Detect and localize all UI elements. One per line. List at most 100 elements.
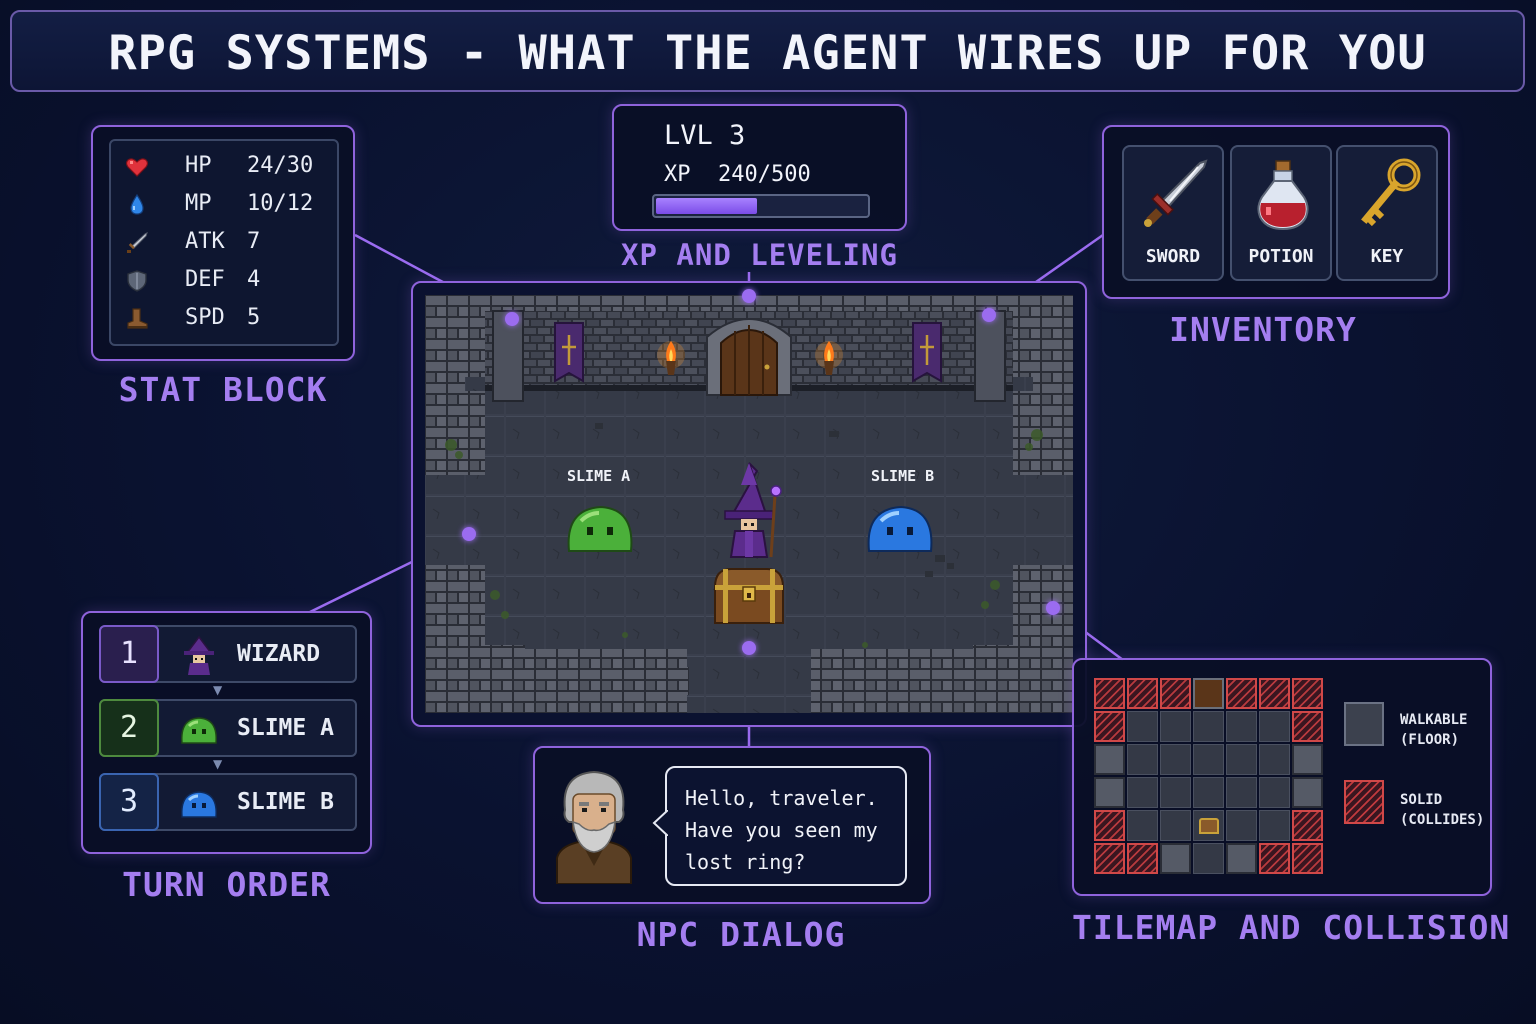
solid-tile <box>1160 678 1191 709</box>
xp-label: XP <box>664 162 691 187</box>
inventory-caption: INVENTORY <box>1169 310 1357 349</box>
chest-tile <box>1193 810 1224 841</box>
shield-icon <box>127 270 147 292</box>
stat-row-def: DEF 4 <box>111 261 341 299</box>
xp-value: 240/500 <box>718 162 811 187</box>
slime-b-label: SLIME B <box>871 467 935 485</box>
turn-number: 2 <box>99 699 159 757</box>
legend-line: SOLID <box>1400 792 1443 808</box>
wall-tile <box>1094 744 1125 775</box>
stat-anchor-dot <box>505 312 519 326</box>
walkable-tile <box>1193 777 1224 808</box>
solid-tile <box>1094 810 1125 841</box>
solid-tile <box>1094 711 1125 742</box>
blue-slime-sprite <box>867 505 933 552</box>
turn-entry-slime-a: 2 SLIME A <box>99 699 357 757</box>
wall-tile <box>1292 777 1323 808</box>
tilemap-anchor-dot <box>1046 601 1060 615</box>
solid-tile <box>1292 711 1323 742</box>
inventory-label: POTION <box>1248 246 1314 267</box>
stat-label: MP <box>185 191 212 216</box>
inventory-label: KEY <box>1370 246 1404 267</box>
tilemap-grid <box>1094 678 1330 878</box>
walkable-tile <box>1160 744 1191 775</box>
slime-a-label: SLIME A <box>567 467 631 485</box>
xp-caption: XP AND LEVELING <box>621 238 898 272</box>
mana-drop-icon <box>130 193 144 215</box>
turn-order-panel: 1 WIZARD ▼ 2 SLIME A ▼ 3 SLIME B <box>81 611 372 854</box>
wall-tile <box>1160 843 1191 874</box>
npc-anchor-dot <box>742 641 756 655</box>
inventory-label: SWORD <box>1145 246 1201 267</box>
solid-tile <box>1292 810 1323 841</box>
legend-line: WALKABLE <box>1400 712 1468 728</box>
speech-bubble-tail <box>652 810 668 836</box>
treasure-chest-sprite <box>713 568 785 624</box>
walkable-legend-text: WALKABLE (FLOOR) <box>1400 710 1467 750</box>
inventory-slot-potion[interactable]: POTION <box>1230 145 1332 281</box>
walkable-tile <box>1259 777 1290 808</box>
stat-list: HP 24/30 MP 10/12 ATK 7 DEF <box>109 139 339 346</box>
stat-label: HP <box>185 153 212 178</box>
dialog-line: Hello, traveler. <box>685 786 878 810</box>
key-icon <box>1361 158 1421 227</box>
walkable-tile <box>1127 744 1158 775</box>
walkable-tile <box>1160 711 1191 742</box>
legend-line: (FLOOR) <box>1400 732 1460 748</box>
green-slime-sprite <box>567 505 633 552</box>
walkable-tile <box>1127 711 1158 742</box>
solid-tile <box>1259 843 1290 874</box>
solid-tile <box>1094 843 1125 874</box>
inventory-slot-sword[interactable]: SWORD <box>1122 145 1224 281</box>
title-bar: RPG SYSTEMS - WHAT THE AGENT WIRES UP FO… <box>10 10 1525 92</box>
page-title: RPG SYSTEMS - WHAT THE AGENT WIRES UP FO… <box>108 26 1427 81</box>
wall-tile <box>1094 777 1125 808</box>
solid-tile <box>1127 678 1158 709</box>
solid-legend-swatch <box>1344 780 1384 824</box>
chest-icon <box>1199 818 1219 834</box>
green-slime-icon <box>181 717 217 744</box>
walkable-tile <box>1226 810 1257 841</box>
speech-bubble: Hello, traveler. Have you seen my lost r… <box>652 766 907 886</box>
stat-value: 24/30 <box>247 153 314 178</box>
stat-block-caption: STAT BLOCK <box>118 370 328 409</box>
stat-value: 10/12 <box>247 191 314 216</box>
dialog-line: Have you seen my <box>685 818 878 842</box>
solid-legend-text: SOLID (COLLIDES) <box>1400 790 1484 830</box>
stat-value: 7 <box>247 229 261 254</box>
npc-portrait-icon <box>556 770 632 884</box>
inventory-slot-key[interactable]: KEY <box>1336 145 1438 281</box>
heart-icon <box>125 158 149 177</box>
dialog-line: lost ring? <box>685 850 806 874</box>
walkable-tile <box>1259 744 1290 775</box>
walkable-tile <box>1226 744 1257 775</box>
xp-panel: LVL 3 XP 240/500 <box>612 104 907 231</box>
turn-name: WIZARD <box>237 641 321 667</box>
blue-slime-icon <box>181 791 217 818</box>
walkable-tile <box>1127 777 1158 808</box>
level-label: LVL 3 <box>664 120 746 151</box>
turn-entry-slime-b: 3 SLIME B <box>99 773 357 831</box>
solid-tile <box>1094 678 1125 709</box>
inventory-anchor-dot <box>982 308 996 322</box>
tilemap-panel: WALKABLE (FLOOR) SOLID (COLLIDES) <box>1072 658 1492 896</box>
npc-dialog-caption: NPC DIALOG <box>636 915 846 954</box>
turn-order-caption: TURN ORDER <box>122 865 331 904</box>
turn-arrow-icon: ▼ <box>213 683 223 697</box>
solid-tile <box>1292 843 1323 874</box>
walkable-tile <box>1160 810 1191 841</box>
stat-block-panel: HP 24/30 MP 10/12 ATK 7 DEF <box>91 125 355 361</box>
stat-value: 5 <box>247 305 261 330</box>
stat-label: SPD <box>185 305 225 330</box>
wizard-sprite <box>724 462 782 558</box>
sword-icon <box>127 232 148 253</box>
wall-tile <box>1226 843 1257 874</box>
npc-dialog-panel: Hello, traveler. Have you seen my lost r… <box>533 746 931 904</box>
stat-value: 4 <box>247 267 261 292</box>
walkable-tile <box>1259 711 1290 742</box>
walkable-tile <box>1193 711 1224 742</box>
solid-tile <box>1226 678 1257 709</box>
walkable-tile <box>1160 777 1191 808</box>
turn-number: 3 <box>99 773 159 831</box>
inventory-panel: SWORD POTION KEY <box>1102 125 1450 299</box>
